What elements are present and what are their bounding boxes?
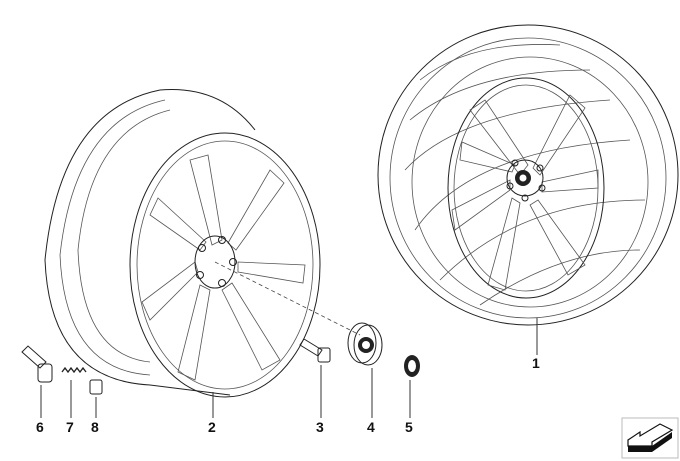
arrow-back-icon[interactable] — [621, 417, 679, 459]
part-label-7[interactable]: 7 — [66, 419, 74, 435]
part-label-6[interactable]: 6 — [36, 419, 44, 435]
part-label-4[interactable]: 4 — [367, 419, 375, 435]
valve-parts-drawing — [21, 345, 103, 395]
rim-drawing — [44, 89, 361, 398]
part-label-5[interactable]: 5 — [405, 419, 413, 435]
wheel-bolt-drawing — [299, 338, 331, 363]
part-label-3[interactable]: 3 — [316, 419, 324, 435]
hub-cap-drawing — [347, 322, 383, 366]
emblem-drawing — [404, 355, 420, 377]
part-label-2[interactable]: 2 — [208, 419, 216, 435]
part-label-1[interactable]: 1 — [532, 355, 540, 371]
part-label-8[interactable]: 8 — [91, 419, 99, 435]
complete-wheel-drawing — [377, 24, 679, 326]
